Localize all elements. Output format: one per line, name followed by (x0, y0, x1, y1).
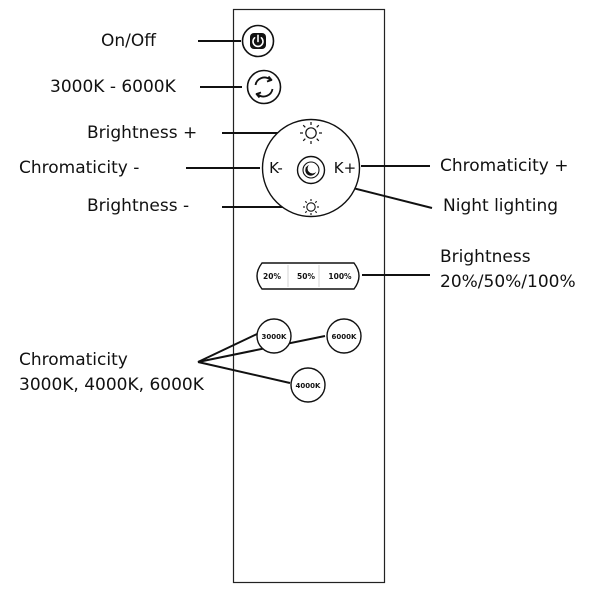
brightness-up-button[interactable] (296, 118, 326, 148)
label-brightness-up: Brightness + (87, 123, 198, 143)
label-chroma-presets-line2: 3000K, 4000K, 6000K (19, 375, 204, 395)
power-icon (250, 33, 266, 49)
leader-chroma-6000 (197, 335, 326, 363)
leader-chroma-4000 (197, 361, 291, 384)
brightness-down-button[interactable] (298, 194, 324, 220)
leader-lines (186, 40, 433, 384)
label-on-off: On/Off (101, 31, 156, 51)
label-chroma-presets-line1: Chromaticity (19, 350, 128, 370)
power-button[interactable] (241, 24, 275, 58)
cct-3000-button[interactable]: 3000K (256, 318, 292, 354)
remote-body (232, 8, 386, 584)
cct-6000-button[interactable]: 6000K (326, 318, 362, 354)
brightness-preset-bar (256, 262, 360, 290)
sun-icon (300, 122, 322, 144)
label-chroma-down: Chromaticity - (19, 158, 140, 178)
cct-3000-label: 3000K (262, 333, 287, 341)
label-night-lighting: Night lighting (443, 196, 559, 216)
k-minus-button[interactable]: K- (269, 159, 283, 177)
cycle-arrows-icon (254, 75, 274, 99)
brightness-50-button[interactable]: 50% (297, 272, 315, 281)
brightness-20-button[interactable]: 20% (263, 272, 281, 281)
label-brightness-presets-line2: 20%/50%/100% (440, 272, 576, 292)
sun-small-icon (303, 199, 319, 215)
night-lighting-button[interactable] (296, 155, 326, 185)
label-cct-cycle: 3000K - 6000K (50, 77, 176, 97)
cct-6000-label: 6000K (332, 333, 357, 341)
k-plus-button[interactable]: K+ (334, 159, 356, 177)
label-brightness-presets-line1: Brightness (440, 247, 531, 267)
cct-4000-button[interactable]: 4000K (290, 367, 326, 403)
leader-chroma-3000 (197, 333, 258, 363)
moon-icon (305, 165, 316, 176)
brightness-100-button[interactable]: 100% (328, 272, 352, 281)
label-brightness-down: Brightness - (87, 196, 190, 216)
cct-4000-label: 4000K (296, 382, 321, 390)
cct-cycle-button[interactable] (246, 69, 282, 105)
label-chroma-up: Chromaticity + (440, 156, 569, 176)
